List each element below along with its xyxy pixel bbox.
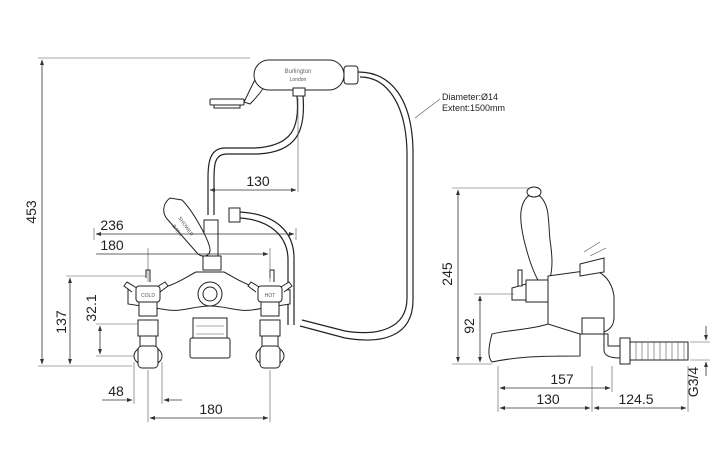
handset-city: London [290, 77, 307, 83]
dim-spout-height: 92 [461, 293, 514, 363]
dim-453-label: 453 [23, 200, 39, 224]
cold-index: COLD [141, 293, 155, 299]
handset-brand: Burlington [284, 69, 311, 75]
dim-245-label: 245 [439, 262, 455, 286]
front-view: Burlington London SHOWER BATH [23, 57, 505, 422]
hose-extent: Extent:1500mm [442, 103, 505, 113]
dim-side-height: 245 [439, 187, 530, 365]
dim-projection: 130 124.5 [499, 366, 689, 412]
dim-outer-width: 236 [93, 217, 297, 240]
shower-handset: Burlington London [209, 59, 359, 109]
dim-centres: 180 [147, 370, 271, 422]
dim-180-upper-label: 180 [100, 237, 124, 253]
side-view: 245 92 157 130 124.5 [439, 186, 710, 412]
dim-130-side-label: 130 [536, 391, 560, 407]
dim-handle-offset: 32.1 [83, 294, 138, 357]
mixer-body [127, 271, 291, 359]
dim-32-1-label: 32.1 [83, 294, 99, 321]
dim-inlet-size: 48 [102, 362, 182, 404]
dim-body-height: 137 [53, 275, 146, 365]
dim-overall-height: 453 [23, 57, 250, 367]
dim-124-5-label: 124.5 [618, 391, 653, 407]
side-profile [488, 186, 689, 365]
hot-index: HOT [265, 293, 276, 299]
hose-diameter: Diameter:Ø14 [442, 92, 498, 102]
dim-spout-reach: 157 [497, 366, 613, 412]
hot-handle: HOT [247, 269, 293, 369]
dim-shower-offset: 130 [209, 98, 299, 192]
dim-92-label: 92 [461, 318, 477, 334]
dim-48-label: 48 [108, 383, 124, 399]
dim-thread: G3/4 [685, 326, 710, 397]
dim-g3-4-label: G3/4 [685, 367, 701, 398]
dim-157-label: 157 [550, 371, 574, 387]
dim-inner-width: 180 [96, 237, 271, 282]
dim-180-bottom-label: 180 [199, 401, 223, 417]
hose-note: Diameter:Ø14 Extent:1500mm [414, 92, 505, 119]
dim-137-label: 137 [53, 310, 69, 334]
dim-236-label: 236 [100, 217, 124, 233]
cold-handle: COLD [123, 269, 169, 369]
dim-130-top-label: 130 [246, 173, 270, 189]
